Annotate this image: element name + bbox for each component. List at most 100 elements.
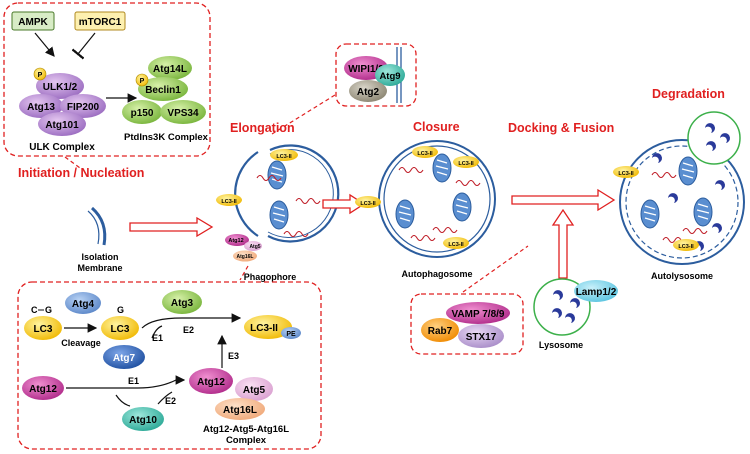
pe-node (281, 327, 301, 339)
ampk-box (11, 11, 55, 31)
arrow-lysosome-up (551, 208, 575, 279)
wipi-label: WIPI1/2 (348, 64, 384, 75)
ulk-panel-border (3, 2, 211, 157)
phospho-p-1 (33, 67, 47, 81)
autophagosome-label: Autophagosome (402, 269, 473, 279)
e3-label: E3 (228, 351, 239, 361)
atg13-node (19, 94, 63, 118)
lc3i-g-letter: G (117, 305, 124, 315)
fip200-label: FIP200 (67, 102, 100, 113)
pi3k-complex-label: PtdIns3K Complex (124, 132, 209, 143)
e2b-label: E2 (165, 396, 176, 406)
stage-docking: Docking & Fusion (508, 121, 614, 135)
arrow-initiation-to-elongation (129, 216, 214, 238)
lc3-marker-phago-2 (216, 194, 242, 206)
stage-elongation: Elongation (230, 121, 295, 135)
atg10-label: Atg10 (129, 415, 157, 426)
autolysosome (619, 111, 745, 265)
lc3-ii-label: LC3-II (250, 323, 278, 334)
atg16l-node (215, 398, 265, 420)
e2b-curve (157, 391, 173, 405)
conjugation-connector (239, 265, 249, 281)
lc3-pro-label: LC3 (34, 324, 53, 335)
atg9-node (375, 64, 405, 86)
atg2-label: Atg2 (357, 87, 380, 98)
lc3-autolys-1-label: LC3-II (618, 171, 634, 177)
phago-atg5-node (244, 241, 262, 251)
isolation-label-1: Isolation (81, 252, 118, 262)
atg3-label: Atg3 (171, 298, 194, 309)
stage-initiation: Initiation / Nucleation (18, 166, 144, 180)
phagophore-label: Phagophore (244, 272, 297, 282)
stage-degradation: Degradation (652, 87, 725, 101)
cg-g-letter: G (45, 305, 52, 315)
e1b-curve (115, 394, 131, 407)
atg4-label: Atg4 (72, 299, 95, 310)
phago-atg16l-node (233, 250, 257, 262)
lc3-marker-autolys-1 (613, 166, 639, 178)
lysosome-enzymes (552, 290, 580, 323)
lc3-marker-auto-4 (443, 237, 469, 249)
autolysosome-label: Autolysosome (651, 271, 713, 281)
atg12-free-node (22, 376, 64, 400)
phago-atg5-label: Atg5 (249, 244, 260, 250)
lc3-conjugation-arrow (141, 313, 242, 329)
phospho-p-1-label: P (38, 72, 43, 79)
ampk-label: AMPK (18, 17, 48, 28)
vamp-node (446, 302, 510, 324)
e1a-curve (151, 325, 163, 339)
phospho-p-2-label: P (140, 78, 145, 85)
cleavage-label: Cleavage (61, 338, 101, 348)
stage-closure: Closure (413, 120, 460, 134)
beclin1-label: Beclin1 (145, 85, 181, 96)
vps34-label: VPS34 (167, 108, 199, 119)
lc3-pro-node (24, 316, 62, 340)
e1b-label: E1 (128, 376, 139, 386)
lc3-marker-phago-1 (270, 149, 298, 161)
vps34-node (160, 100, 206, 124)
lc3-auto-1-label: LC3-II (417, 151, 433, 157)
ulk-panel-connector (64, 156, 81, 169)
stx17-label: STX17 (466, 332, 497, 343)
lc3-autolys-2-label: LC3-II (678, 244, 694, 250)
phago-atg12-node (225, 234, 249, 246)
wipi-panel-border (335, 43, 417, 107)
lc3-i-node (101, 316, 139, 340)
atg12-free-label: Atg12 (29, 384, 57, 395)
rab7-node (421, 318, 459, 342)
fip200-node (60, 94, 106, 118)
stx17-node (458, 324, 504, 348)
p150-label: p150 (131, 108, 154, 119)
atg12-complex-node (189, 368, 233, 394)
lc3-phago-1-label: LC3-II (276, 154, 292, 160)
autophagosome (378, 140, 496, 258)
atg3-node (162, 290, 202, 314)
mtorc1-box (74, 11, 126, 31)
ampk-activates-arrow (34, 32, 55, 57)
atg12-complex-label: Atg12 (197, 377, 225, 388)
atg5-label: Atg5 (243, 385, 266, 396)
p150-node (122, 100, 162, 124)
ulk-complex-label: ULK Complex (29, 142, 95, 153)
atg2-node (349, 80, 387, 102)
atg5-node (235, 377, 273, 401)
ulk12-node (36, 73, 84, 99)
complex-label-2: Complex (226, 435, 267, 446)
lamp-node (574, 280, 618, 302)
pe-label: PE (286, 331, 296, 338)
atg101-label: Atg101 (45, 120, 79, 131)
lc3-auto-3-label: LC3-II (360, 201, 376, 207)
ulk12-label: ULK1/2 (43, 82, 78, 93)
vamp-label: VAMP 7/8/9 (452, 309, 505, 320)
atg7-node (103, 345, 145, 369)
atg7-label: Atg7 (113, 353, 136, 364)
lc3-ii-node (244, 315, 292, 339)
e1a-label: E1 (152, 333, 163, 343)
atg10-node (122, 407, 164, 431)
atg4-node (65, 292, 101, 314)
lc3-phago-2-label: LC3-II (221, 199, 237, 205)
isolation-label-2: Membrane (77, 263, 122, 273)
snare-connector (462, 245, 529, 293)
rab7-label: Rab7 (428, 326, 453, 337)
